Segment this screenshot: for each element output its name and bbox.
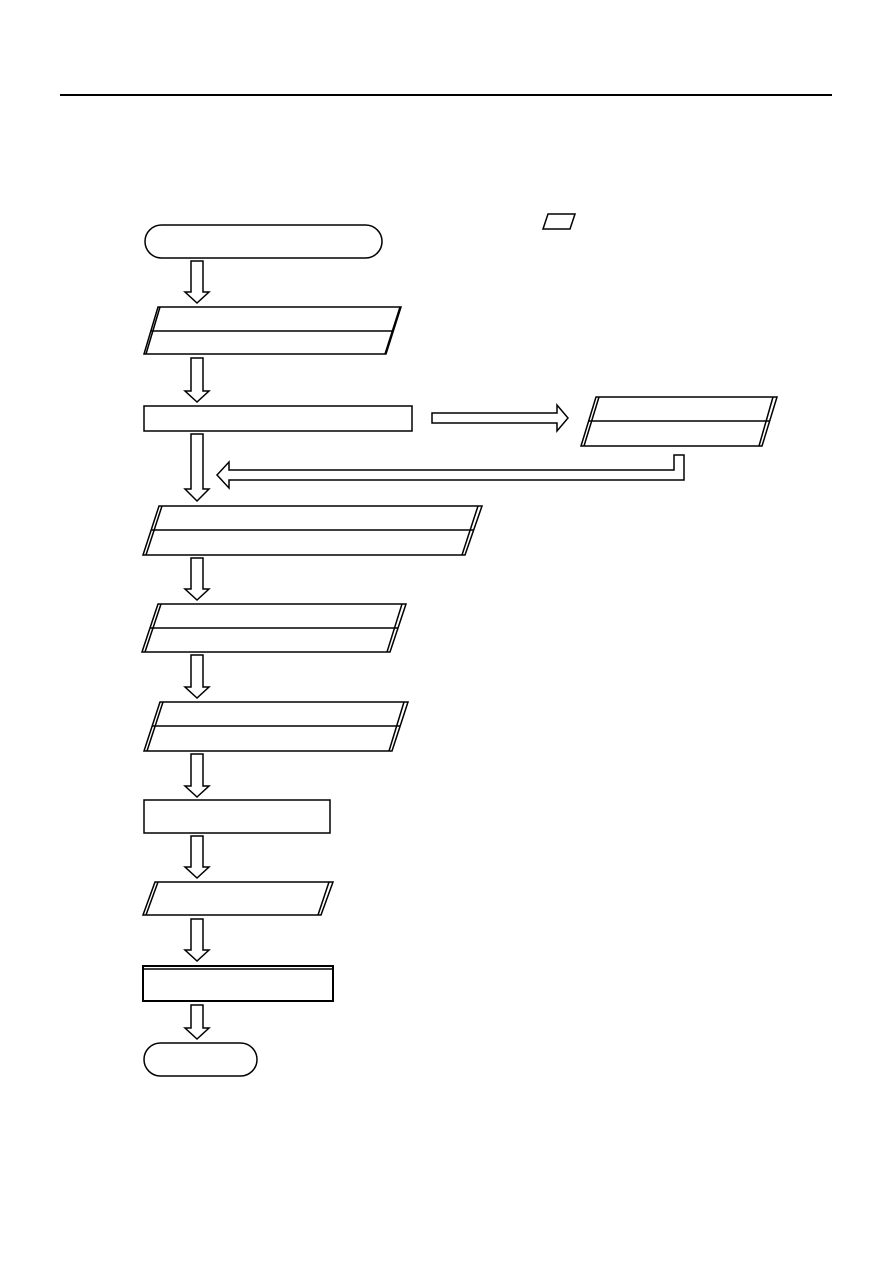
input-step-4	[142, 701, 410, 752]
input-step-2	[141, 505, 484, 556]
process-step-1	[143, 405, 413, 432]
start-terminator	[144, 224, 383, 259]
flow-arrow-down	[183, 260, 211, 305]
input-step-3	[140, 603, 408, 653]
flow-arrow-return	[215, 454, 685, 490]
process-step-2	[143, 799, 331, 834]
flow-arrow-down	[183, 835, 211, 880]
flow-arrow-down	[183, 918, 211, 963]
process-step-3	[142, 965, 334, 1002]
flow-arrow-down	[183, 654, 211, 700]
legend	[541, 213, 577, 230]
flow-arrow-down	[183, 557, 211, 602]
flow-arrow-down	[183, 357, 211, 404]
side-input	[579, 396, 779, 447]
flow-arrow-down	[183, 1004, 211, 1041]
input-step-1	[142, 306, 403, 355]
parallelogram-icon	[541, 213, 577, 230]
flow-arrow-down	[183, 753, 211, 799]
flow-arrow-down	[183, 433, 211, 503]
input-step-5	[141, 881, 335, 916]
end-terminator	[143, 1042, 258, 1077]
flow-arrow-right	[431, 402, 569, 434]
